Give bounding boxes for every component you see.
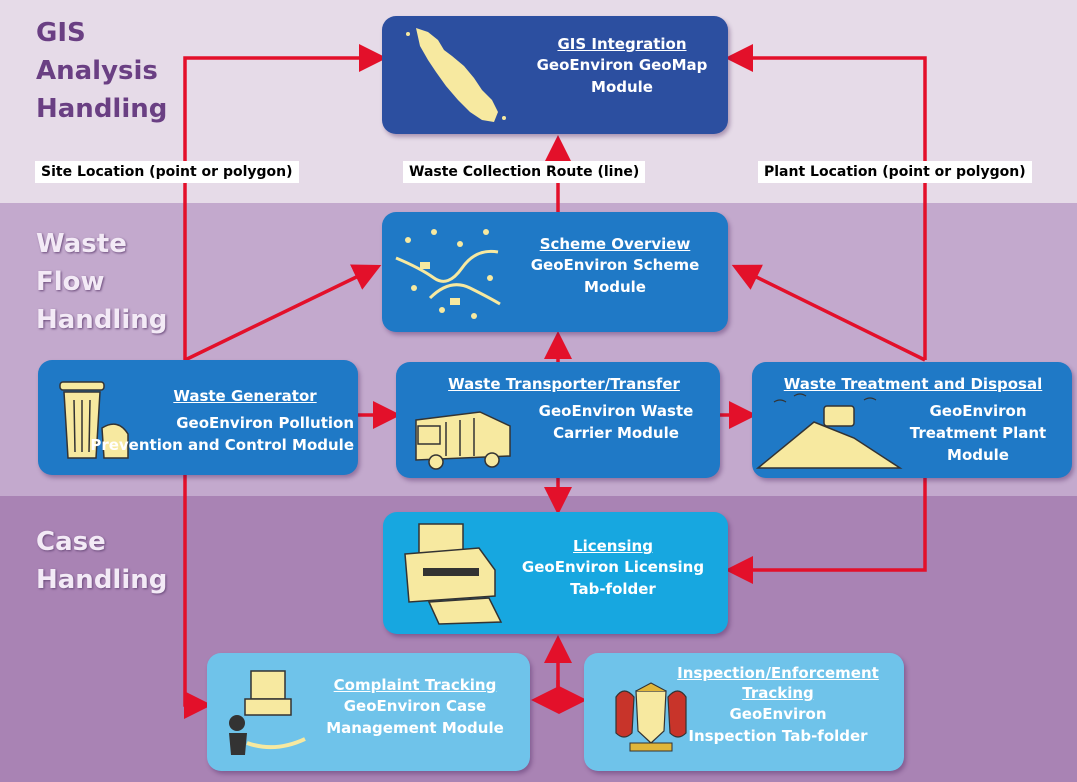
inspection-tracking-module: GeoEnviron Inspection Tab-folder — [688, 705, 868, 745]
waste-transporter-title: Waste Transporter/Transfer — [448, 375, 680, 393]
plant-location-label: Plant Location (point or polygon) — [758, 161, 1032, 183]
complaint-tracking-title: Complaint Tracking — [333, 676, 497, 694]
landfill-bulldozer-icon — [755, 393, 903, 469]
arrow-treatment-to-licensing — [725, 475, 927, 584]
arrow-generator-to-gis — [183, 44, 387, 360]
waste-generator-module: GeoEnviron Pollution Prevention and Cont… — [90, 414, 354, 454]
inspection-tracking-title: Inspection/Enforcement Tracking — [677, 664, 879, 702]
coat-of-arms-icon — [615, 682, 687, 752]
licensing-module: GeoEnviron Licensing Tab-folder — [521, 558, 705, 598]
scheme-overview-module: GeoEnviron Scheme Module — [530, 256, 700, 296]
scheme-network-icon — [395, 229, 501, 319]
inspection-tracking-node[interactable]: Inspection/Enforcement Tracking GeoEnvir… — [584, 653, 904, 771]
garbage-truck-icon — [415, 411, 511, 470]
arrow-treatment-to-gis — [725, 44, 927, 360]
complaint-tracking-module: GeoEnviron Case Management Module — [326, 697, 504, 737]
site-location-label: Site Location (point or polygon) — [35, 161, 299, 183]
gis-integration-module: GeoEnviron GeoMap Module — [536, 56, 708, 96]
case-section-title: Case Handling — [36, 527, 168, 595]
complaint-tracking-node[interactable]: Complaint Tracking GeoEnviron Case Manag… — [207, 653, 530, 771]
arrow-generator-to-scheme — [184, 264, 382, 362]
arrow-treatment-to-scheme — [731, 264, 926, 362]
waste-treatment-module: GeoEnviron Treatment Plant Module — [909, 402, 1047, 464]
printer-icon — [404, 523, 503, 625]
waste-treatment-node[interactable]: Waste Treatment and Disposal GeoEnviron … — [752, 362, 1072, 478]
waste-collection-route-label: Waste Collection Route (line) — [403, 161, 646, 183]
waste-transporter-node[interactable]: Waste Transporter/Transfer GeoEnviron Wa… — [396, 362, 720, 478]
waste-generator-title: Waste Generator — [173, 387, 317, 405]
gis-integration-node[interactable]: GIS Integration GeoEnviron GeoMap Module — [382, 16, 728, 134]
licensing-title: Licensing — [573, 537, 653, 555]
arrow-generator-to-complaint — [183, 475, 212, 719]
gis-section-title: GIS Analysis Handling — [36, 18, 168, 124]
complaint-person-phone-icon — [229, 670, 306, 755]
trash-can-icon — [59, 381, 129, 459]
waste-transporter-module: GeoEnviron Waste Carrier Module — [538, 402, 694, 442]
scheme-overview-node[interactable]: Scheme Overview GeoEnviron Scheme Module — [382, 212, 728, 332]
gis-integration-title: GIS Integration — [557, 35, 687, 53]
waste-generator-node[interactable]: Waste Generator GeoEnviron Pollution Pre… — [38, 360, 358, 475]
malaysia-map-icon — [406, 28, 506, 122]
waste-flow-section-title: Waste Flow Handling — [36, 229, 168, 335]
scheme-overview-title: Scheme Overview — [539, 235, 691, 253]
licensing-node[interactable]: Licensing GeoEnviron Licensing Tab-folde… — [383, 512, 728, 634]
waste-treatment-title: Waste Treatment and Disposal — [783, 375, 1043, 393]
